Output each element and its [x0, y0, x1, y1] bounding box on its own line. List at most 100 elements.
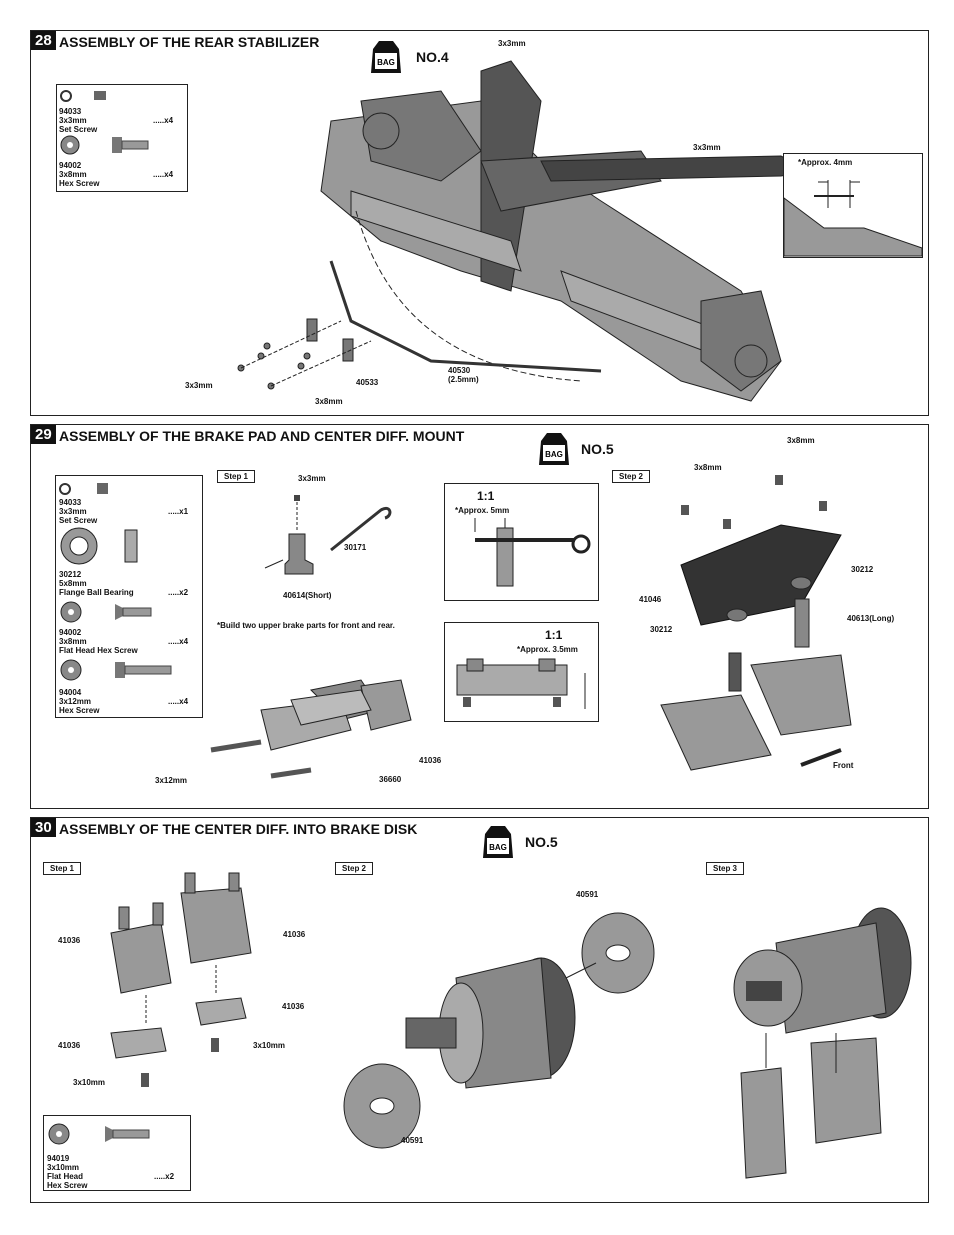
label-short: 40614(Short): [283, 591, 332, 600]
part-code: 94002: [59, 628, 82, 637]
part-name: Flat Head: [47, 1172, 84, 1181]
label-bar: 40530: [448, 366, 471, 375]
part-name: Flange Ball Bearing: [59, 588, 134, 597]
section-30: 30 ASSEMBLY OF THE CENTER DIFF. INTO BRA…: [30, 817, 929, 1203]
step-3-tag: Step 3: [706, 862, 745, 875]
part-code: 94033: [59, 107, 82, 116]
approx-note: *Approx. 3.5mm: [517, 645, 578, 654]
step1-brake-pad-assembly: [210, 679, 412, 779]
label-disk-bottom: 40591: [401, 1136, 424, 1145]
section-title-30: ASSEMBLY OF THE CENTER DIFF. INTO BRAKE …: [59, 821, 418, 837]
part-qty: .....x4: [168, 637, 189, 646]
label-screw-b: 3x10mm: [73, 1078, 106, 1087]
section-28: 28 ASSEMBLY OF THE REAR STABILIZER BAG N…: [30, 30, 929, 416]
label-bearing-a: 30212: [851, 565, 874, 574]
part-code: 30212: [59, 570, 82, 579]
detail-rod-illustration: [474, 518, 591, 587]
label-m4: 41036: [58, 1041, 81, 1050]
bag-icon: BAG: [371, 41, 401, 73]
parts-box: 94033 3x3mm Set Screw .....x4 94002 3x8m…: [56, 84, 188, 192]
label-top-screw: 3x3mm: [498, 39, 526, 48]
part-code: 94002: [59, 161, 82, 170]
flat-head-screw-icon: [60, 601, 152, 623]
parts-box: 94033 3x3mm Set Screw .....x1 30212 5x8m…: [55, 475, 203, 718]
step-2-tag: Step 2: [612, 470, 651, 483]
part-size: 3x3mm: [59, 116, 87, 125]
part-name: Set Screw: [59, 516, 98, 525]
part-size: 3x8mm: [59, 170, 87, 179]
label-m2: 41036: [283, 930, 306, 939]
label-right-screw: 3x3mm: [693, 143, 721, 152]
section-29: 29 ASSEMBLY OF THE BRAKE PAD AND CENTER …: [30, 424, 929, 809]
label-m1: 41036: [58, 936, 81, 945]
bag-label: BAG: [545, 450, 563, 459]
part-code: 94019: [47, 1154, 70, 1163]
part-name: Set Screw: [59, 125, 98, 134]
step-number-29: 29: [31, 425, 56, 444]
part-name-2: Hex Screw: [47, 1181, 88, 1190]
detail-mount-illustration: [456, 658, 586, 709]
detail-inset-5mm: 1:1 *Approx. 5mm: [444, 483, 599, 601]
label-link: 40533: [356, 378, 379, 387]
part-name: Hex Screw: [59, 706, 100, 715]
step1-upper-part: [264, 495, 392, 575]
label-hex-screws: 3x8mm: [315, 397, 343, 406]
label-bar-size: (2.5mm): [448, 375, 479, 384]
detail-illustration: [783, 180, 923, 257]
part-size: 3x8mm: [59, 637, 87, 646]
stabilizer-links: [237, 318, 372, 390]
parts-box: 94019 3x10mm Flat Head Hex Screw .....x2: [43, 1115, 191, 1191]
part-size: 5x8mm: [59, 579, 87, 588]
set-screw-icon: [60, 90, 106, 102]
part-name: Hex Screw: [59, 179, 100, 188]
bag-number: NO.5: [581, 441, 614, 457]
label-front: Front: [833, 761, 854, 770]
bearing-icon: [60, 527, 138, 565]
detail-inset-3-5mm: 1:1 *Approx. 3.5mm: [444, 622, 599, 722]
label-mount: 41036: [419, 756, 442, 765]
bag-icon: BAG: [539, 433, 569, 465]
label-setscrew: 3x3mm: [298, 474, 326, 483]
label-long: 40613(Long): [847, 614, 895, 623]
label-s2-screw-b: 3x8mm: [694, 463, 722, 472]
step-number-30: 30: [31, 818, 56, 837]
part-size: 3x10mm: [47, 1163, 80, 1172]
label-pads: 36660: [379, 775, 402, 784]
hex-screw-icon: [60, 135, 149, 155]
step1-mount-parts: [110, 872, 252, 1087]
step2-center-diff: [343, 912, 655, 1149]
scale-ratio: 1:1: [545, 628, 563, 642]
part-code: 94033: [59, 498, 82, 507]
label-m3: 41036: [282, 1002, 305, 1011]
hex-screw-icon: [60, 659, 172, 681]
part-code: 94004: [59, 688, 82, 697]
label-set-screws: 3x3mm: [185, 381, 213, 390]
bag-icon: BAG: [483, 826, 513, 858]
step2-mount-assembly: [660, 475, 852, 771]
step-2-tag: Step 2: [335, 862, 374, 875]
approx-note: *Approx. 5mm: [455, 506, 510, 515]
label-screw-a: 3x10mm: [253, 1041, 286, 1050]
label-hexscrew: 3x12mm: [155, 776, 188, 785]
label-bearing-b: 30212: [650, 625, 673, 634]
rear-chassis-illustration: [320, 60, 813, 402]
label-plate: 41046: [639, 595, 662, 604]
part-size: 3x3mm: [59, 507, 87, 516]
scale-ratio: 1:1: [477, 489, 495, 503]
part-qty: .....x1: [168, 507, 189, 516]
label-s2-screw-a: 3x8mm: [787, 436, 815, 445]
build-note: *Build two upper brake parts for front a…: [217, 621, 395, 630]
part-qty: .....x2: [168, 588, 189, 597]
part-size: 3x12mm: [59, 697, 92, 706]
part-name: Flat Head Hex Screw: [59, 646, 138, 655]
bag-label: BAG: [489, 843, 507, 852]
bag-number: NO.4: [416, 49, 449, 65]
bag-label: BAG: [377, 58, 395, 67]
part-qty: .....x4: [153, 116, 174, 125]
step-1-tag: Step 1: [43, 862, 82, 875]
step-number-28: 28: [31, 31, 56, 50]
part-qty: .....x4: [153, 170, 174, 179]
detail-inset-4mm: *Approx. 4mm: [783, 153, 923, 258]
label-rod: 30171: [344, 543, 367, 552]
step-1-tag: Step 1: [217, 470, 256, 483]
